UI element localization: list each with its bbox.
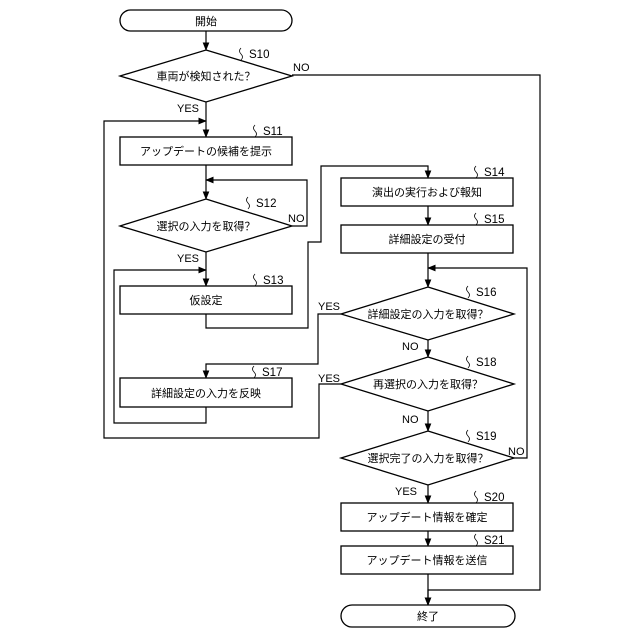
step-s16: S16 [476, 287, 496, 299]
step-s20: S20 [484, 492, 504, 504]
process-s20-label: アップデート情報を確定 [367, 510, 488, 524]
process-s11-label: アップデートの候補を提示 [140, 144, 272, 158]
step-s13: S13 [263, 275, 283, 287]
process-s20: アップデート情報を確定 [341, 503, 513, 531]
branch-s16-yes: YES [318, 301, 340, 313]
step-s14: S14 [484, 167, 505, 179]
decision-s19-label: 選択完了の入力を取得？ [368, 451, 489, 465]
branch-s19-yes: YES [395, 486, 417, 498]
step-s21: S21 [484, 535, 504, 547]
branch-s16-no: NO [402, 341, 419, 353]
step-s15: S15 [484, 214, 504, 226]
branch-s10-yes: YES [177, 103, 199, 115]
process-s11: アップデートの候補を提示 [120, 137, 292, 165]
decision-s18-label: 再選択の入力を取得？ [373, 377, 483, 391]
process-s21-label: アップデート情報を送信 [367, 553, 488, 567]
branch-labels: NO YES NO YES YES NO YES NO NO YES [177, 62, 525, 498]
process-s17: 詳細設定の入力を反映 [120, 378, 292, 407]
process-s14: 演出の実行および報知 [341, 178, 513, 206]
end-terminal: 終了 [341, 605, 515, 627]
process-s21: アップデート情報を送信 [341, 546, 513, 574]
start-label: 開始 [195, 14, 217, 28]
step-s17: S17 [262, 367, 282, 379]
decision-s10-label: 車両が検知された？ [157, 69, 256, 83]
start-terminal: 開始 [120, 10, 292, 31]
process-s15-label: 詳細設定の受付 [389, 232, 466, 246]
process-s13-label: 仮設定 [190, 293, 223, 307]
branch-s18-yes: YES [318, 373, 340, 385]
step-s12: S12 [256, 198, 276, 210]
decision-s12-label: 選択の入力を取得？ [157, 219, 256, 233]
branch-s12-yes: YES [177, 253, 199, 265]
process-s15: 詳細設定の受付 [341, 225, 513, 253]
process-s17-label: 詳細設定の入力を反映 [151, 386, 261, 400]
branch-s12-no: NO [288, 213, 305, 225]
step-s10: S10 [249, 49, 269, 61]
process-s14-label: 演出の実行および報知 [372, 185, 482, 199]
step-s11: S11 [263, 126, 283, 138]
decision-s16-label: 詳細設定の入力を取得？ [368, 307, 489, 321]
process-s13: 仮設定 [120, 286, 292, 314]
step-s18: S18 [476, 357, 496, 369]
end-label: 終了 [417, 609, 439, 623]
step-s19: S19 [476, 431, 496, 443]
branch-s18-no: NO [402, 414, 419, 426]
branch-s19-no: NO [508, 446, 525, 458]
branch-s10-no: NO [293, 62, 310, 74]
